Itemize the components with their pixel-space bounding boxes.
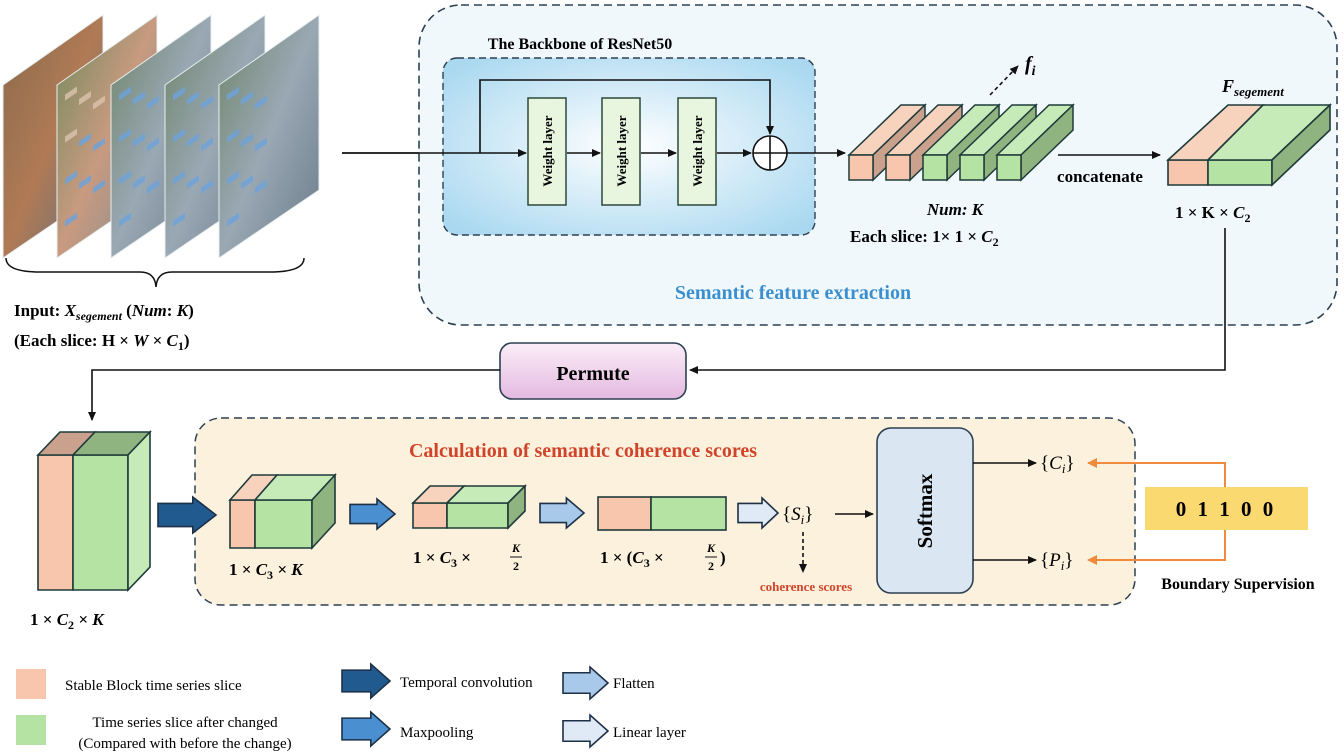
scores-label: {Si} — [782, 504, 813, 527]
legend-linear-icon — [562, 713, 610, 749]
arrow-fsegement-to-permute — [689, 228, 1226, 374]
arrow-permute-to-block — [88, 369, 500, 421]
conv-block-dims: 1 × C3 × K — [229, 560, 304, 582]
input-slice-size: (Each slice: H × W × C1) — [14, 331, 190, 353]
fi-label: fi — [1025, 53, 1036, 79]
input-image-stack — [2, 14, 320, 259]
legend-changed-label: Time series slice after changed — [92, 715, 278, 731]
pool-block-dims: 1 × C3 × — [413, 548, 471, 570]
pool-block — [411, 484, 527, 530]
satellite-image-5 — [218, 14, 320, 259]
weight-layer-3: Weight layer — [677, 97, 717, 206]
legend-flatten-label: Flatten — [613, 676, 655, 692]
f-segement-block — [1165, 103, 1333, 187]
svg-text:Weight layer: Weight layer — [690, 115, 705, 186]
f-segement-label: Fsegement — [1221, 76, 1284, 99]
weight-layer-1: Weight layer — [527, 97, 567, 206]
legend-changed-label-2: (Compared with before the change) — [78, 736, 291, 752]
feature-slice-5 — [995, 103, 1075, 182]
boundary-supervision-caption: Boundary Supervision — [1161, 576, 1314, 593]
flatten-frac-num: K — [706, 541, 716, 555]
supervision-arrow-ci — [1087, 458, 1226, 487]
weight-layer-2: Weight layer — [601, 97, 641, 206]
svg-text:Softmax: Softmax — [913, 473, 937, 548]
pool-frac-den: 2 — [513, 559, 519, 573]
permuted-block-dims: 1 × C2 × K — [30, 610, 105, 632]
conv-block — [228, 472, 337, 551]
supervision-arrow-pi — [1087, 530, 1226, 565]
legend-changed-swatch — [16, 715, 46, 745]
maxpooling-arrow — [349, 497, 397, 531]
legend-flatten-icon — [562, 665, 610, 701]
permute-box: Permute — [499, 342, 687, 400]
flatten-block-dims: 1 × (C3 × — [600, 548, 664, 570]
flatten-block — [597, 496, 727, 531]
feature-slices — [847, 103, 1075, 182]
softmax-box: Softmax — [876, 427, 974, 594]
scores-caption: coherence scores — [760, 579, 852, 594]
concatenate-label: concatenate — [1057, 167, 1143, 186]
linear-layer-arrow — [737, 496, 780, 530]
flatten-frac-den: 2 — [708, 559, 714, 573]
permuted-block — [36, 430, 152, 592]
backbone-title: The Backbone of ResNet50 — [488, 36, 672, 53]
input-brace — [5, 257, 305, 288]
legend-temporal-conv-icon — [341, 662, 392, 700]
feature-extraction-title: Semantic feature extraction — [675, 282, 911, 304]
slice-size-label: Each slice: 1× 1 × C2 — [850, 227, 999, 249]
legend-linear-label: Linear layer — [613, 725, 686, 741]
skip-connection — [479, 79, 774, 153]
svg-text:0 1 1 0 0: 0 1 1 0 0 — [1176, 497, 1277, 521]
f-segement-dims: 1 × K × C2 — [1175, 203, 1250, 225]
legend-stable-swatch — [16, 669, 46, 699]
slices-num-label: Num: K — [926, 200, 985, 219]
flatten-arrow — [539, 496, 586, 530]
pool-frac-num: K — [511, 541, 521, 555]
legend-maxpooling-icon — [341, 710, 392, 748]
add-icon — [752, 135, 788, 171]
coherence-title: Calculation of semantic coherence scores — [409, 440, 757, 462]
svg-text:Weight layer: Weight layer — [614, 115, 629, 186]
input-label: Input: Xsegement (Num: K) — [14, 301, 194, 323]
svg-text:Weight layer: Weight layer — [540, 115, 555, 186]
temporal-conv-arrow — [157, 495, 218, 535]
ci-label: {Ci} — [1040, 453, 1075, 476]
legend-temporal-conv-label: Temporal convolution — [400, 675, 533, 691]
boundary-labels: 0 1 1 0 0 — [1145, 487, 1308, 530]
legend-maxpooling-label: Maxpooling — [400, 725, 474, 741]
flatten-close-paren: ) — [720, 548, 726, 567]
legend-stable-label: Stable Block time series slice — [65, 678, 242, 694]
svg-text:Permute: Permute — [556, 363, 629, 385]
pi-label: {Pi} — [1040, 550, 1073, 573]
